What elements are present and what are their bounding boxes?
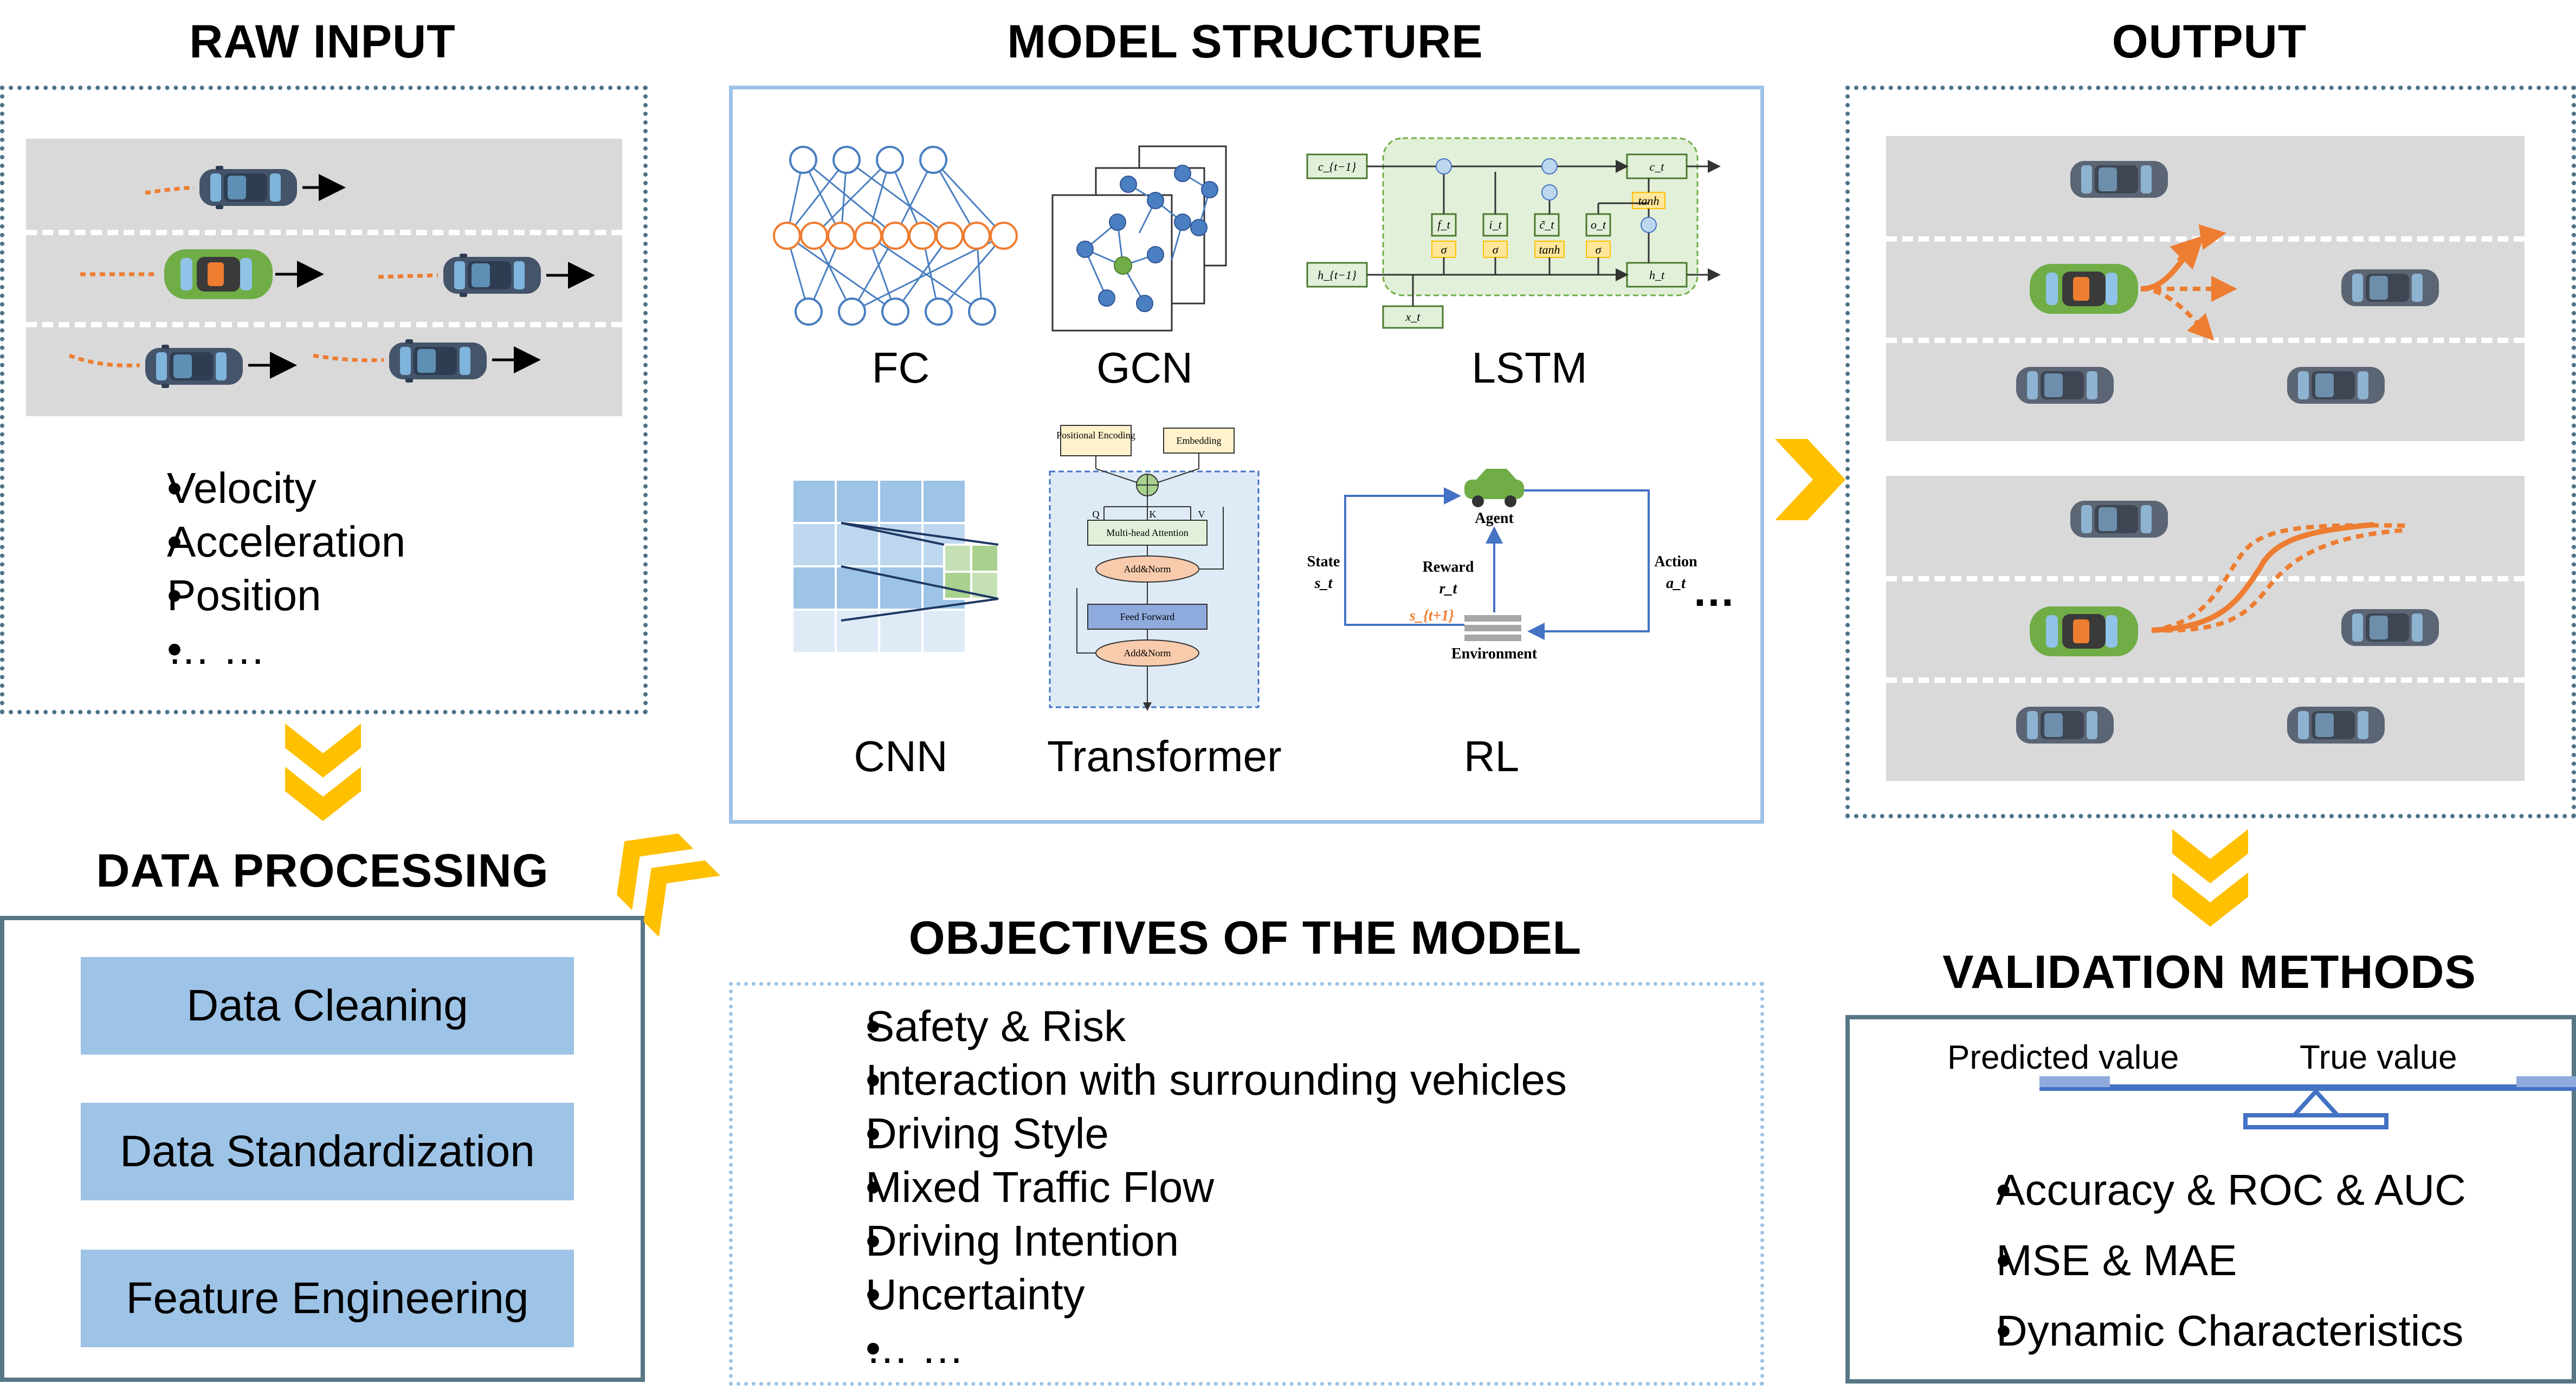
rl-environment: Environment xyxy=(1451,645,1538,662)
objectives-list: Safety & Risk Interaction with surroundi… xyxy=(809,999,1567,1375)
metric-item: Dynamic Characteristics xyxy=(1939,1296,2466,1366)
predicted-value-label: Predicted value xyxy=(1947,1039,2179,1076)
gcn-diagram xyxy=(1051,145,1227,332)
feature-engineering-box: Feature Engineering xyxy=(81,1250,574,1347)
output-title: OUTPUT xyxy=(2112,16,2307,68)
lstm-diagram: c_{t−1} h_{t−1} c_t h_t x_t f_t i_t c̃_t… xyxy=(1306,137,1721,329)
lstm-c-t: c_t xyxy=(1650,160,1665,173)
feature-item: Velocity xyxy=(107,461,405,515)
raw-input-title: RAW INPUT xyxy=(189,16,456,68)
fc-label: FC xyxy=(871,344,930,392)
rl-label: RL xyxy=(1463,732,1520,780)
chevron-down-icon xyxy=(2172,829,2248,927)
lstm-sigma: σ xyxy=(1596,243,1602,256)
lstm-f-t: f_t xyxy=(1437,218,1450,231)
validation-title: VALIDATION METHODS xyxy=(1942,946,2476,998)
lstm-h-prev: h_{t−1} xyxy=(1318,268,1357,282)
lstm-h-t: h_t xyxy=(1649,268,1665,282)
lane-divider xyxy=(26,322,622,327)
data-processing-title: DATA PROCESSING xyxy=(96,845,549,897)
rl-diagram: Agent Environment State Reward Action s_… xyxy=(1307,469,1697,662)
validation-metrics-list: Accuracy & ROC & AUC MSE & MAE Dynamic C… xyxy=(1939,1155,2466,1366)
model-structure-panel: FC GCN xyxy=(729,86,1764,824)
output-scene-top xyxy=(2016,161,2439,404)
lane-divider xyxy=(26,230,622,235)
lstm-sigma: σ xyxy=(1441,243,1448,256)
rl-reward: Reward xyxy=(1423,559,1474,576)
objective-item: Uncertainty xyxy=(809,1268,1567,1321)
chevron-up-right-icon xyxy=(617,833,720,937)
objective-item: Interaction with surrounding vehicles xyxy=(809,1053,1567,1107)
more-models-ellipsis: … xyxy=(1692,567,1735,615)
lstm-c-tilde: c̃_t xyxy=(1540,218,1555,231)
objective-item: Safety & Risk xyxy=(809,999,1567,1053)
lstm-sigma: σ xyxy=(1493,243,1499,256)
raw-input-scene xyxy=(68,166,595,388)
rl-next-state: s_{t+1} xyxy=(1409,607,1454,624)
rl-agent: Agent xyxy=(1475,510,1514,527)
transformer-diagram: Positional Encoding Embedding Multi-head… xyxy=(1049,425,1260,711)
transformer-v: V xyxy=(1198,509,1205,520)
metric-item: MSE & MAE xyxy=(1939,1225,2466,1296)
objectives-panel: Safety & Risk Interaction with surroundi… xyxy=(729,982,1764,1386)
feature-item: Acceleration xyxy=(107,515,405,568)
rl-action-symbol: a_t xyxy=(1666,575,1686,592)
transformer-embedding: Embedding xyxy=(1177,435,1222,446)
balance-scale-icon xyxy=(2039,1076,2576,1129)
rl-action: Action xyxy=(1654,553,1697,570)
transformer-label: Transformer xyxy=(1047,732,1282,780)
objectives-title: OBJECTIVES OF THE MODEL xyxy=(908,912,1582,964)
objective-item: Driving Style xyxy=(809,1107,1567,1160)
lane-divider xyxy=(1886,677,2525,683)
feature-item: … … xyxy=(107,622,405,676)
gcn-label: GCN xyxy=(1096,344,1193,392)
lstm-x-t: x_t xyxy=(1405,310,1421,324)
raw-input-road xyxy=(26,139,622,416)
cnn-diagram xyxy=(791,479,999,654)
data-standardization-box: Data Standardization xyxy=(81,1103,574,1200)
transformer-add-norm: Add&Norm xyxy=(1124,564,1171,574)
lstm-c-prev: c_{t−1} xyxy=(1318,160,1357,173)
data-cleaning-box: Data Cleaning xyxy=(81,957,574,1055)
cnn-label: CNN xyxy=(854,732,948,780)
rl-state-symbol: s_t xyxy=(1314,575,1333,592)
true-value-label: True value xyxy=(2300,1039,2457,1076)
fc-network-diagram xyxy=(773,146,1018,326)
output-road-top xyxy=(1886,136,2525,441)
objective-item: Mixed Traffic Flow xyxy=(809,1160,1567,1214)
model-structure-title: MODEL STRUCTURE xyxy=(1007,16,1483,68)
lstm-o-t: o_t xyxy=(1591,218,1606,231)
validation-panel: Predicted value True value Accuracy & RO… xyxy=(1845,1015,2576,1384)
chevron-right-icon xyxy=(1775,439,1845,520)
chevron-down-icon xyxy=(285,723,361,821)
transformer-feed-forward: Feed Forward xyxy=(1120,611,1174,622)
transformer-k: K xyxy=(1150,509,1157,520)
output-scene-bottom xyxy=(2016,501,2439,744)
objective-item: … … xyxy=(809,1321,1567,1375)
lane-divider xyxy=(1886,576,2525,581)
objective-item: Driving Intention xyxy=(809,1214,1567,1268)
lstm-label: LSTM xyxy=(1471,344,1587,392)
rl-reward-symbol: r_t xyxy=(1439,580,1458,597)
lstm-i-t: i_t xyxy=(1489,218,1502,231)
transformer-positional-encoding: Positional Encoding xyxy=(1056,430,1135,441)
output-panel xyxy=(1845,86,2576,818)
raw-input-feature-list: Velocity Acceleration Position … … xyxy=(107,461,405,676)
lstm-tanh: tanh xyxy=(1638,194,1659,208)
rl-state: State xyxy=(1307,553,1340,570)
lstm-tanh: tanh xyxy=(1539,243,1560,256)
metric-item: Accuracy & ROC & AUC xyxy=(1939,1155,2466,1225)
feature-item: Position xyxy=(107,568,405,622)
data-processing-panel: Data Cleaning Data Standardization Featu… xyxy=(0,916,645,1382)
transformer-add-norm: Add&Norm xyxy=(1124,648,1171,658)
transformer-attention: Multi-head Attention xyxy=(1106,527,1188,538)
output-road-bottom xyxy=(1886,476,2525,781)
raw-input-panel: Velocity Acceleration Position … … xyxy=(0,86,648,714)
transformer-q: Q xyxy=(1093,509,1100,520)
